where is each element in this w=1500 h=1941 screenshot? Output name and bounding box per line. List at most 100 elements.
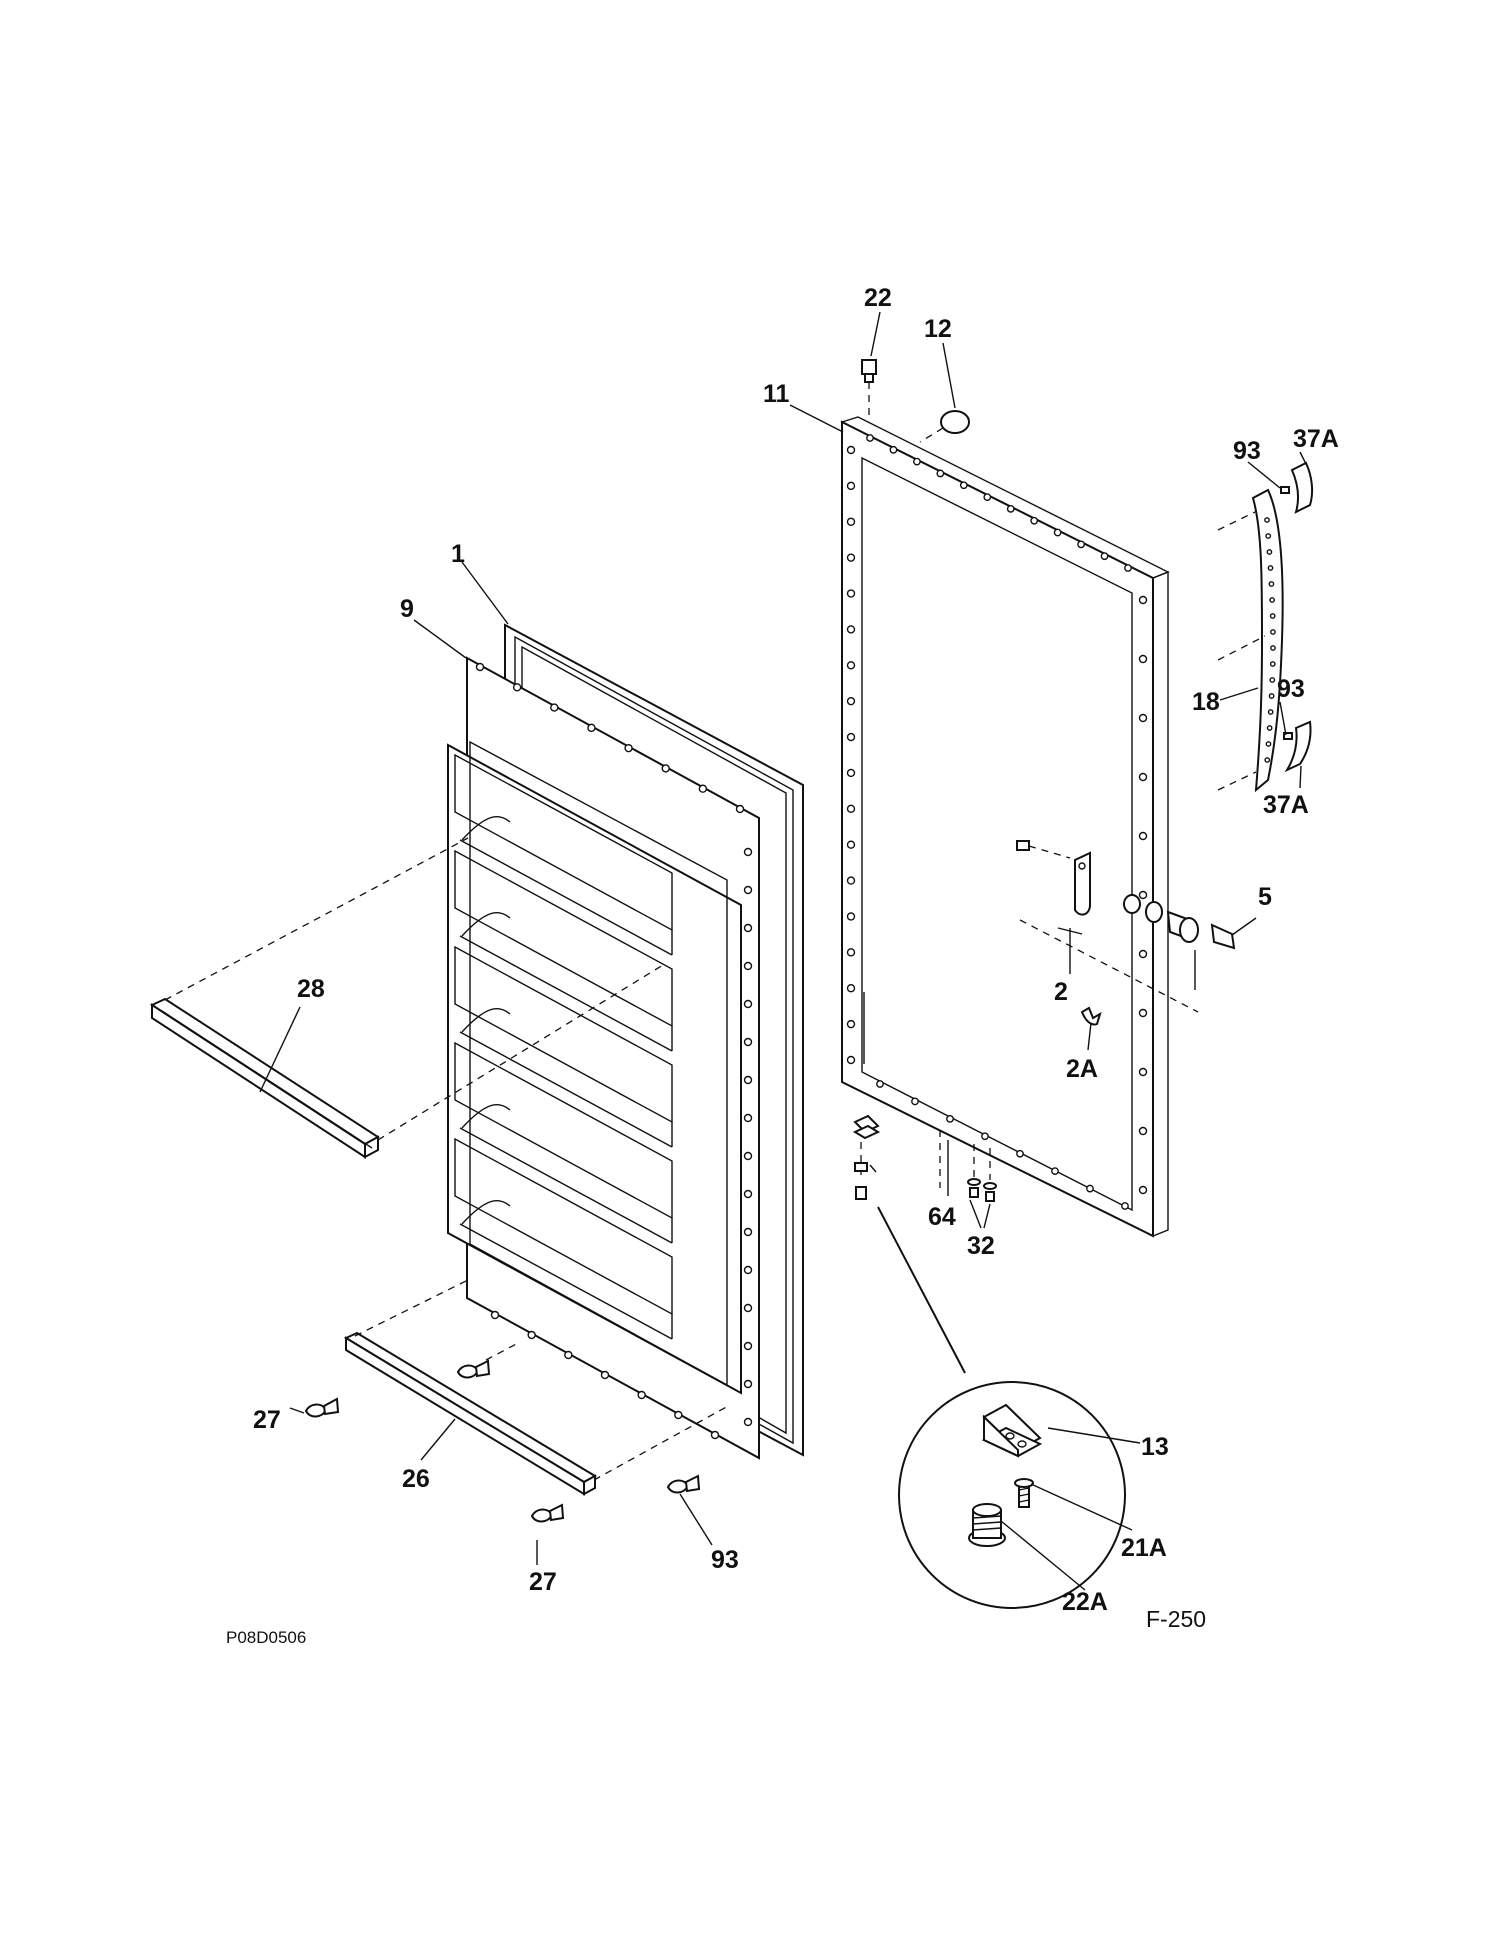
- handle-screw-top: [1280, 486, 1290, 494]
- detail-hinge-bracket-13: [981, 1403, 1043, 1458]
- door-hole: [913, 457, 921, 466]
- liner-hole: [637, 1390, 646, 1400]
- bottom-trim-strip-26: [343, 1331, 598, 1496]
- shelf-edge: [459, 935, 673, 1052]
- door-hole: [846, 1055, 856, 1065]
- image-code: P08D0506: [226, 1628, 306, 1647]
- door-hole: [1051, 1167, 1059, 1176]
- door-hole: [1138, 595, 1148, 605]
- door-hole: [981, 1132, 989, 1141]
- strike-clip-2A: [1080, 1006, 1102, 1026]
- door-hole: [1086, 1184, 1094, 1193]
- door-hole: [846, 732, 856, 742]
- door-hole: [983, 493, 992, 501]
- liner-hole: [743, 1151, 753, 1161]
- hinge-plug-22: [861, 359, 877, 418]
- handle-grip-dot: [1268, 581, 1275, 587]
- callout-27-bottom: 27: [529, 1568, 557, 1596]
- handle-grip-dot: [1270, 629, 1276, 635]
- door-hole: [1138, 890, 1148, 900]
- callout-22A: 22A: [1062, 1588, 1108, 1616]
- callout-2A: 2A: [1066, 1055, 1098, 1083]
- door-hole: [846, 553, 856, 562]
- callout-64: 64: [928, 1203, 956, 1231]
- callout-21A: 21A: [1121, 1534, 1167, 1562]
- door-hole: [1138, 1008, 1148, 1018]
- door-hole: [911, 1097, 919, 1106]
- liner-hole: [743, 1265, 753, 1275]
- handle-end-cap-bottom: [1284, 720, 1312, 773]
- liner-hole: [743, 923, 753, 933]
- callout-37A-top: 37A: [1293, 425, 1339, 453]
- handle-grip-dot: [1269, 613, 1276, 619]
- shelf-edge: [459, 1127, 673, 1244]
- door-hole: [959, 481, 968, 490]
- callout-28: 28: [297, 975, 325, 1003]
- handle-grip-dot: [1270, 645, 1276, 651]
- liner-hole: [735, 804, 745, 814]
- door-hole: [936, 469, 945, 478]
- liner-hole: [710, 1430, 720, 1440]
- callout-11: 11: [763, 380, 790, 408]
- door-hole: [846, 840, 856, 849]
- assembly-lines: [164, 837, 731, 1481]
- door-handle: [1217, 488, 1284, 793]
- handle-grip-dot: [1264, 757, 1271, 763]
- rivet-93-bottom: [666, 1474, 701, 1494]
- callout-18: 18: [1192, 688, 1220, 716]
- door-hole: [1121, 1202, 1129, 1210]
- callout-26: 26: [402, 1465, 430, 1493]
- bottom-hinge-small: [852, 1114, 881, 1200]
- door-hole: [946, 1114, 954, 1123]
- detail-magnifier: [877, 1206, 1126, 1609]
- rivet-27-bottom: [530, 1503, 565, 1523]
- liner-hole: [743, 1341, 753, 1351]
- liner-hole: [624, 743, 633, 753]
- liner-hole: [587, 723, 596, 733]
- handle-grip-dot: [1265, 741, 1272, 747]
- top-trim-strip-28: [149, 997, 380, 1159]
- door-hole: [1006, 505, 1015, 513]
- liner-hole: [743, 1379, 753, 1389]
- door-hole: [846, 1019, 856, 1029]
- door-hole: [1030, 516, 1039, 525]
- liner-hole: [512, 683, 522, 692]
- liner-hole: [490, 1310, 500, 1320]
- shelf-curve: [461, 816, 511, 841]
- door-hole: [876, 1080, 884, 1088]
- handle-grip-dot: [1269, 597, 1276, 603]
- handle-grip-dot: [1267, 565, 1274, 571]
- callout-5: 5: [1258, 883, 1272, 911]
- door-hole: [1138, 831, 1148, 841]
- door-hole: [1138, 654, 1148, 664]
- door-hole: [846, 804, 856, 814]
- door-hole: [846, 445, 856, 455]
- door-hole: [846, 517, 856, 526]
- liner-hole: [743, 1189, 753, 1199]
- callout-93-mid: 93: [1277, 675, 1305, 703]
- door-liner: [447, 656, 760, 1460]
- liner-hole: [527, 1330, 536, 1340]
- shelf-edge: [459, 1223, 673, 1340]
- callout-2: 2: [1054, 978, 1068, 1006]
- figure-id: F-250: [1146, 1606, 1206, 1632]
- liner-hole: [743, 999, 753, 1009]
- handle-end-cap-top: [1290, 461, 1314, 514]
- door-hole: [1124, 564, 1132, 572]
- door-hole: [866, 434, 874, 442]
- strike-bracket: [1074, 851, 1091, 916]
- callout-93-top: 93: [1233, 437, 1261, 465]
- door-hole: [1053, 528, 1062, 537]
- shelf-curve: [461, 1008, 511, 1033]
- liner-hole: [475, 662, 485, 672]
- liner-hole: [674, 1410, 683, 1420]
- shelf-edge: [459, 1031, 673, 1148]
- handle-grip-dot: [1267, 709, 1274, 715]
- door-hole: [1077, 540, 1085, 549]
- door-hole: [846, 912, 856, 921]
- handle-grip-dot: [1265, 533, 1272, 539]
- door-hole: [1138, 772, 1148, 782]
- door-hole: [1016, 1149, 1024, 1158]
- liner-hole: [743, 1037, 753, 1047]
